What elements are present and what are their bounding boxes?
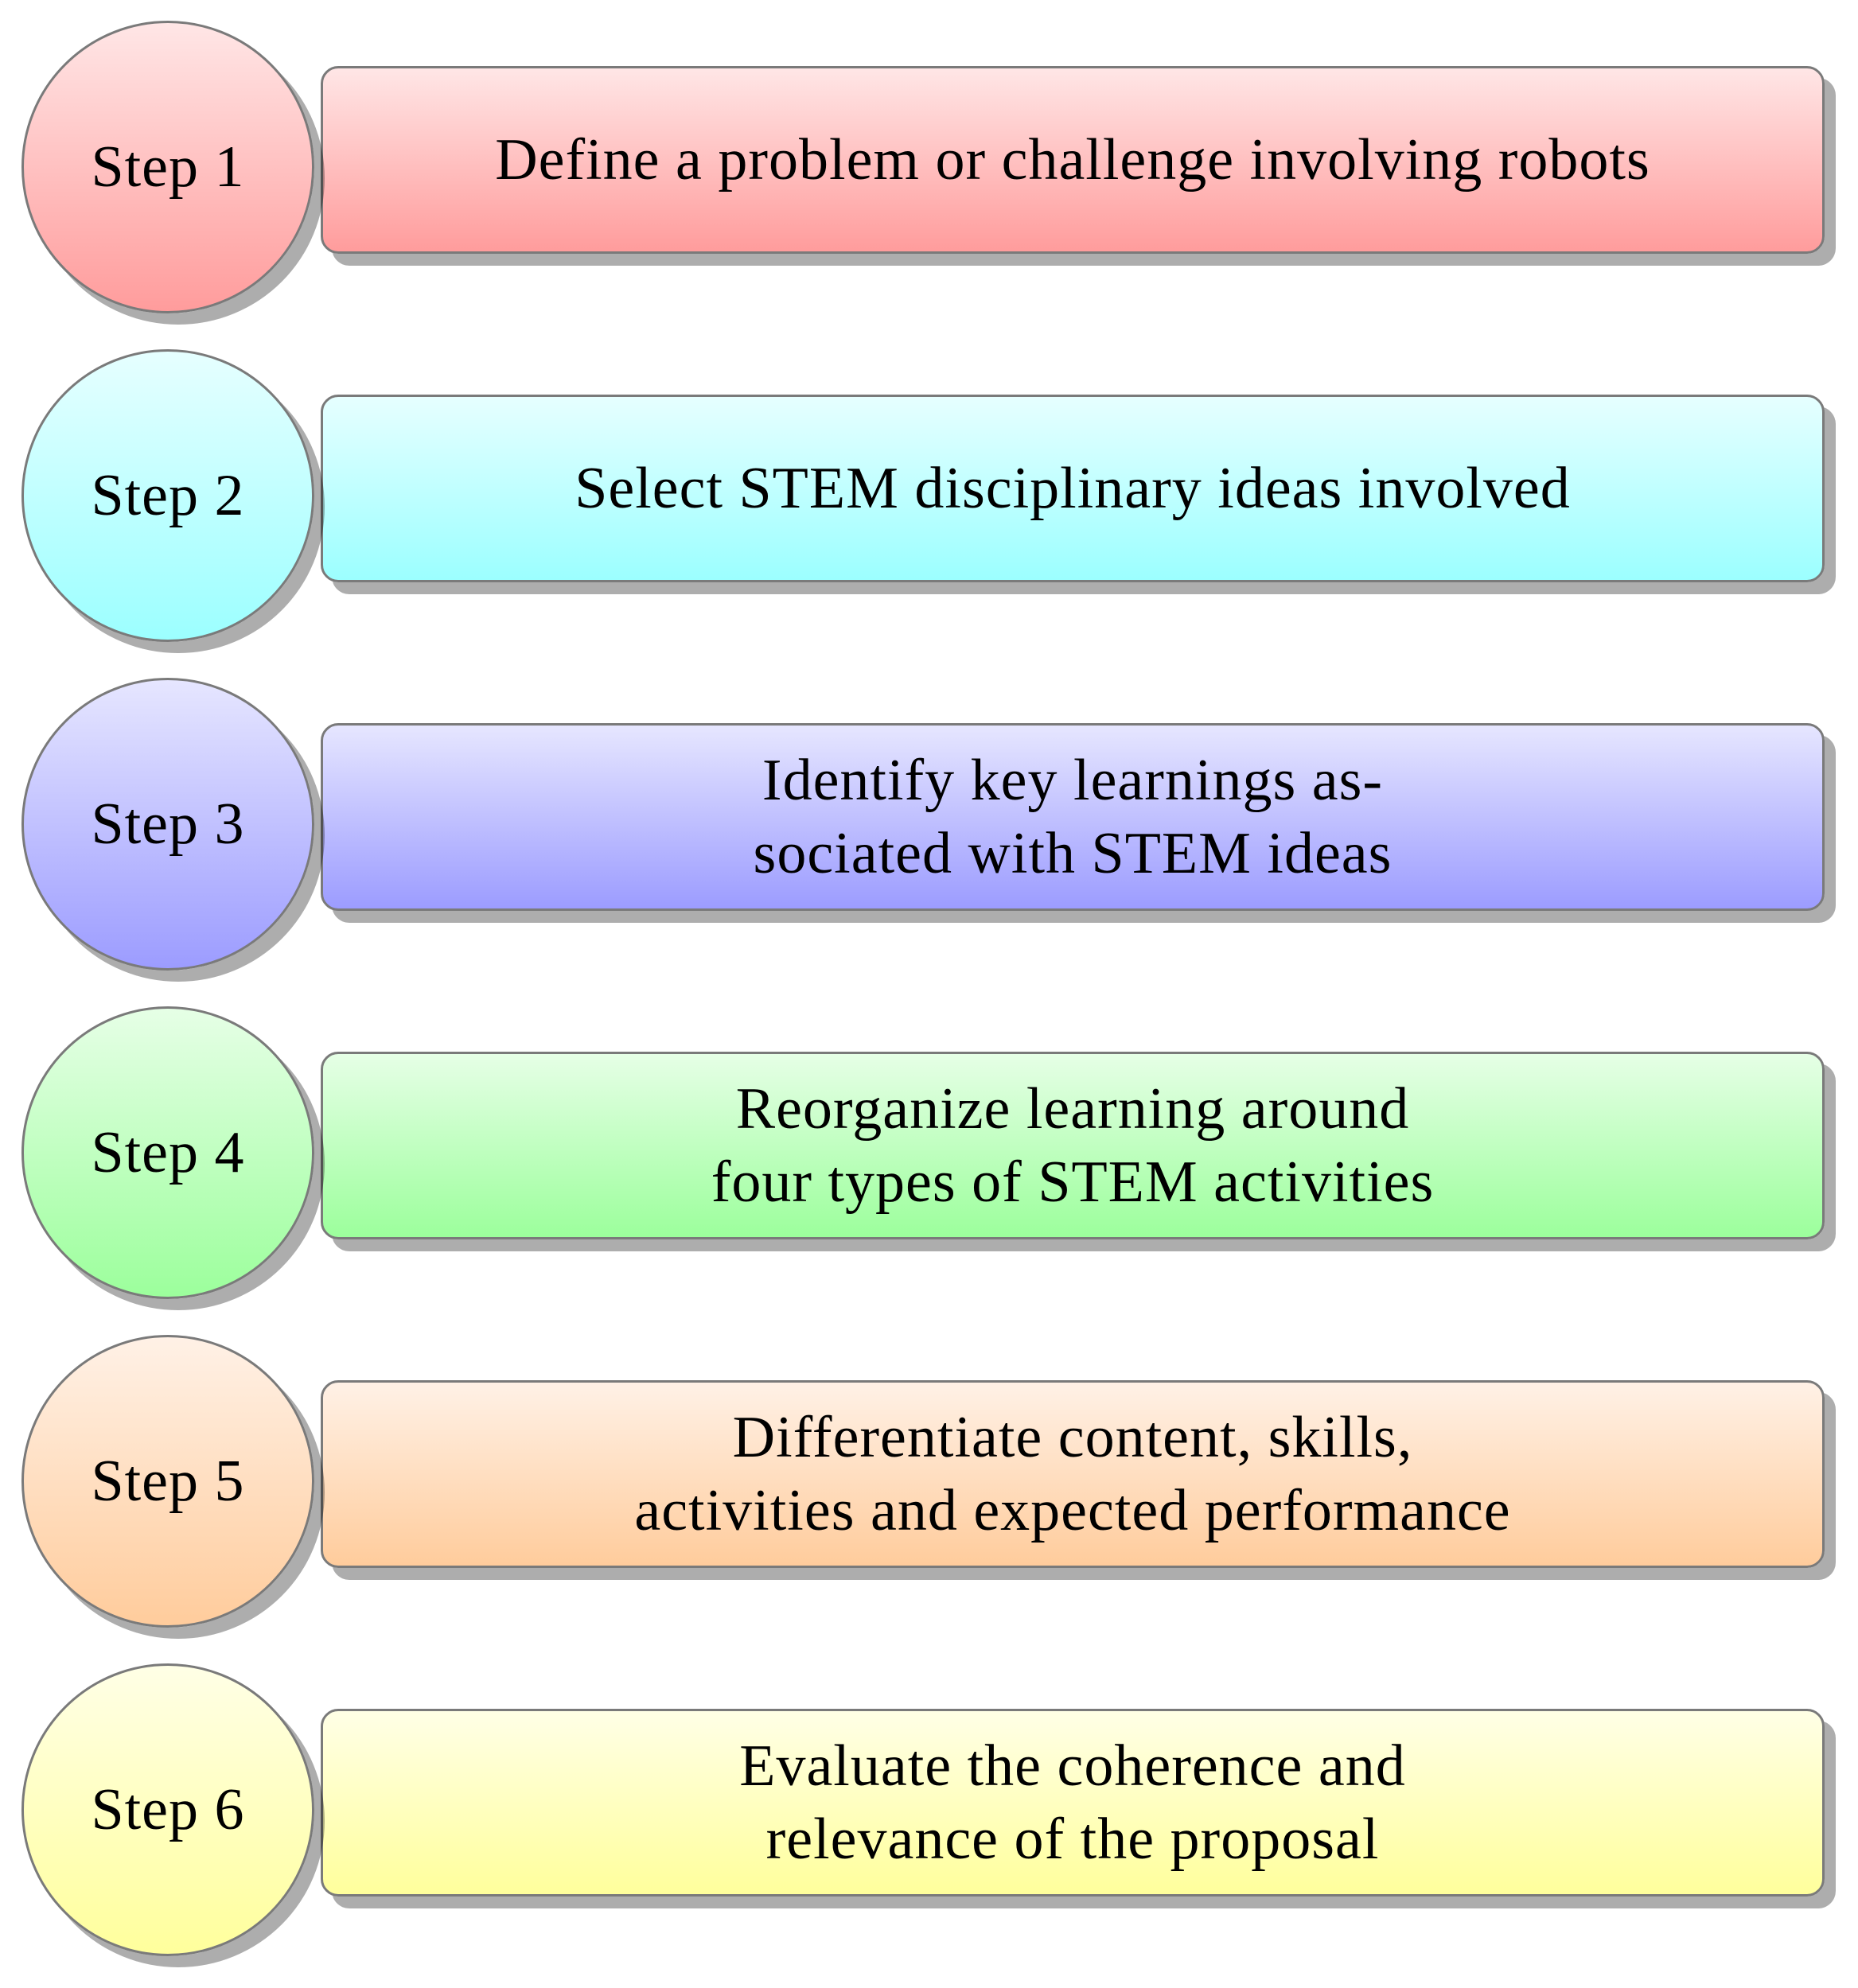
step-label: Step 6 bbox=[91, 1776, 245, 1842]
step-row: Step 1 Define a problem or challenge inv… bbox=[0, 16, 1858, 326]
step-circle: Step 4 bbox=[21, 1006, 314, 1299]
step-circle: Step 3 bbox=[21, 678, 314, 971]
step-description-box: Identify key learnings as- sociated with… bbox=[321, 723, 1825, 911]
step-description: Reorganize learning around four types of… bbox=[711, 1076, 1435, 1215]
step-description: Select STEM disciplinary ideas involved bbox=[575, 456, 1571, 521]
step-label: Step 5 bbox=[91, 1448, 245, 1514]
step-description-box: Evaluate the coherence and relevance of … bbox=[321, 1709, 1825, 1897]
step-row: Step 4 Reorganize learning around four t… bbox=[0, 1002, 1858, 1312]
step-description: Evaluate the coherence and relevance of … bbox=[739, 1733, 1406, 1872]
step-label: Step 1 bbox=[91, 134, 245, 200]
step-row: Step 3 Identify key learnings as- sociat… bbox=[0, 673, 1858, 983]
step-label: Step 2 bbox=[91, 462, 245, 528]
step-description: Identify key learnings as- sociated with… bbox=[753, 748, 1393, 886]
step-label: Step 4 bbox=[91, 1119, 245, 1185]
step-description: Differentiate content, skills, activitie… bbox=[634, 1405, 1511, 1543]
step-description-box: Differentiate content, skills, activitie… bbox=[321, 1380, 1825, 1568]
step-circle: Step 6 bbox=[21, 1663, 314, 1956]
step-circle: Step 2 bbox=[21, 349, 314, 642]
step-description-box: Reorganize learning around four types of… bbox=[321, 1052, 1825, 1239]
step-row: Step 2 Select STEM disciplinary ideas in… bbox=[0, 344, 1858, 655]
step-row: Step 5 Differentiate content, skills, ac… bbox=[0, 1330, 1858, 1640]
step-circle: Step 5 bbox=[21, 1335, 314, 1628]
step-description-box: Select STEM disciplinary ideas involved bbox=[321, 395, 1825, 582]
step-description: Define a problem or challenge involving … bbox=[495, 127, 1650, 193]
step-row: Step 6 Evaluate the coherence and releva… bbox=[0, 1659, 1858, 1969]
step-label: Step 3 bbox=[91, 791, 245, 857]
step-circle: Step 1 bbox=[21, 21, 314, 313]
step-description-box: Define a problem or challenge involving … bbox=[321, 66, 1825, 254]
